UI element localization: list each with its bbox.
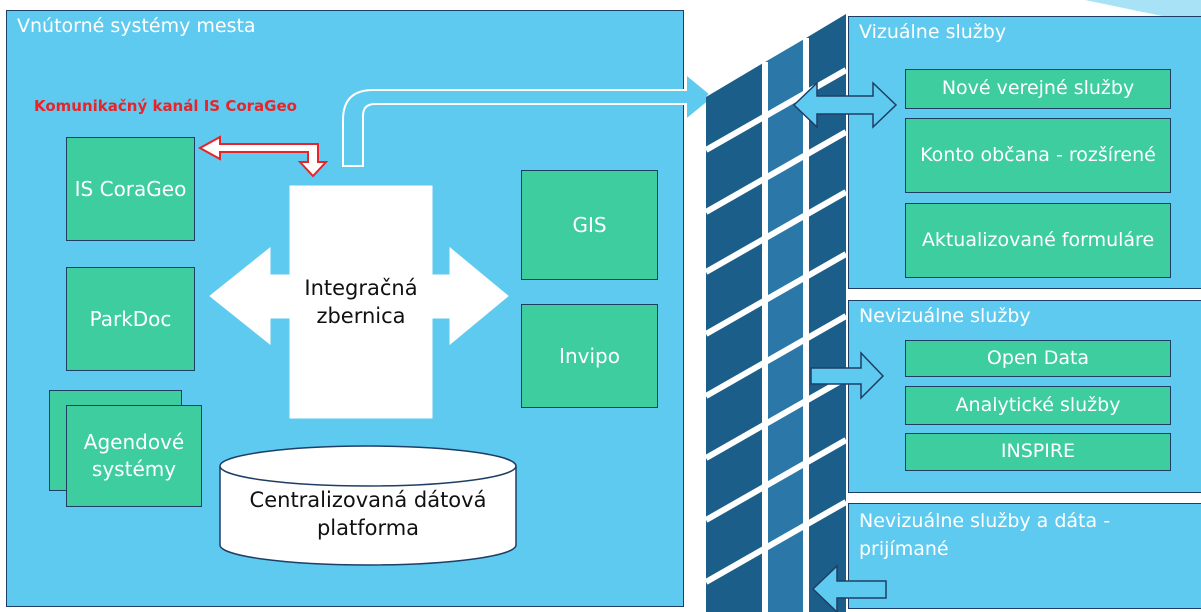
internal-systems-title: Vnútorné systémy mesta [17,15,256,37]
parkdoc-box: ParkDoc [66,267,195,371]
nonvisual-services-title: Nevizuálne služby [859,305,1031,327]
is-coraGeo-label: IS CoraGeo [74,176,187,201]
parkdoc-label: ParkDoc [89,306,172,331]
nonvisual-item-3-label: INSPIRE [1000,440,1076,463]
integration-bus-label: Integračná zbernica [304,276,418,329]
outbound-connector-arrow [342,71,716,167]
data-platform-label: Centralizovaná dátová platforma [249,488,487,541]
nonvisual-item-2: Analytické služby [905,386,1171,425]
received-services-title: Nevizuálne služby a dáta - prijímané [859,510,1111,560]
visual-item-2-label: Konto občana - rozšírené [920,143,1156,166]
invipo-box: Invipo [521,304,658,408]
outbound-arrow-icon [810,351,885,400]
visual-item-1-label: Nové verejné služby [941,77,1135,100]
invipo-label: Invipo [559,343,620,368]
nonvisual-item-1: Open Data [905,340,1171,377]
agendove-label: Agendové systémy [83,430,185,481]
visual-item-2: Konto občana - rozšírené [905,118,1171,193]
visual-item-3: Aktualizované formuláre [905,203,1171,278]
nonvisual-item-3: INSPIRE [905,433,1171,471]
bidirectional-arrow-icon [792,81,898,129]
agendove-box: Agendové systémy [66,405,202,507]
visual-services-title: Vizuálne služby [859,21,1007,43]
communication-channel-arrow [197,135,329,178]
visual-item-1: Nové verejné služby [905,69,1171,109]
visual-item-3-label: Aktualizované formuláre [921,228,1155,251]
received-services-panel: Nevizuálne služby a dáta - prijímané [848,503,1201,609]
inbound-arrow-icon [811,564,887,612]
nonvisual-item-2-label: Analytické služby [955,393,1121,416]
gis-label: GIS [572,212,607,237]
nonvisual-item-1-label: Open Data [986,346,1090,369]
communication-channel-label: Komunikačný kanál IS CoraGeo [34,97,297,115]
gis-box: GIS [521,170,658,280]
is-coraGeo-box: IS CoraGeo [66,137,195,241]
